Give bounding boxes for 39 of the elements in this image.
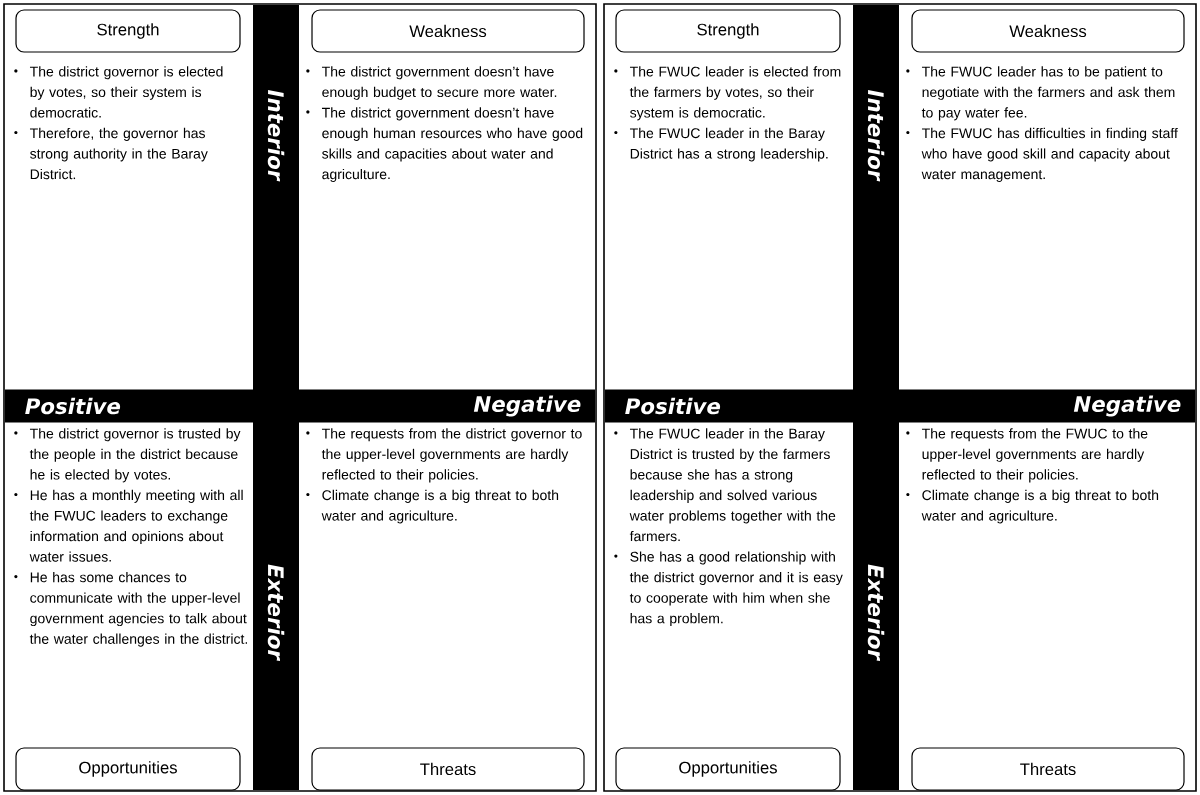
bar-label: Negative bbox=[473, 395, 581, 417]
header-box: Weakness bbox=[911, 9, 1185, 53]
bullet-item: Climate change is a big threat to both water and agriculture. bbox=[306, 489, 559, 524]
header-box: Weakness bbox=[311, 9, 585, 53]
bullet-item: The requests from the FWUC to the upper-level governments are hardly reflected to their policies. bbox=[906, 428, 1148, 483]
bullet-item: The district government doesn’t have enough budget to secure more water. bbox=[306, 66, 557, 100]
bullet-item: The district governor is trusted by the people in the district because he is elected by votes. bbox=[14, 428, 241, 483]
header-box: Threats bbox=[911, 747, 1185, 791]
bullet-item: Climate change is a big threat to both water and agriculture. bbox=[906, 489, 1159, 524]
header-box: Threats bbox=[311, 747, 585, 791]
bullet-item: The district governor is elected by votes, so their system is democratic. bbox=[14, 66, 223, 118]
bar-label: Positive bbox=[625, 397, 721, 415]
bar-label: Interior bbox=[267, 90, 285, 182]
bullet-item: Therefore, the governor has strong authority in the Baray District. bbox=[14, 127, 208, 180]
bullet-item: The FWUC leader is elected from the farmers by votes, so their system is democratic. bbox=[614, 66, 841, 121]
bullet-item: The FWUC leader in the Baray District has a strong leadership. bbox=[614, 127, 828, 162]
bullet-item: The FWUC leader has to be patient to negotiate with the farmers and ask them to pay water fee. bbox=[906, 66, 1175, 121]
bullet-item: She has a good relationship with the district governor and it is easy to cooperate with him when she has a problem. bbox=[614, 551, 843, 627]
header-box: Opportunities bbox=[615, 747, 841, 791]
bullet-item: The FWUC leader in the Baray District is trusted by the farmers because she has a strong leadership and solved various water problems together with the farmers. bbox=[614, 428, 836, 542]
header-box: Strength bbox=[15, 9, 241, 53]
bar-label: Exterior bbox=[867, 564, 885, 662]
bar-label: Interior bbox=[867, 90, 885, 182]
horizontal-bar bbox=[5, 389, 595, 423]
bar-label: Negative bbox=[1073, 395, 1181, 417]
horizontal-bar bbox=[605, 389, 1195, 423]
bullet-item: The requests from the district governor to the upper-level governments are hardly reflected to their policies. bbox=[306, 428, 582, 483]
bullet-item: The FWUC has difficulties in finding staff who have good skill and capacity about water management. bbox=[906, 127, 1178, 182]
bullet-item: The district government doesn’t have enough human resources who have good skills and capacities about water and agriculture. bbox=[306, 107, 583, 182]
panel-frame bbox=[603, 3, 1197, 792]
vertical-bar bbox=[253, 5, 299, 790]
panel-frame bbox=[3, 3, 597, 792]
bar-label: Positive bbox=[25, 397, 121, 415]
bullet-item: He has a monthly meeting with all the FWUC leaders to exchange information and opinions about water issues. bbox=[14, 489, 243, 562]
header-box: Strength bbox=[615, 9, 841, 53]
vertical-bar bbox=[853, 5, 899, 790]
bullet-item: He has some chances to communicate with the upper-level government agencies to talk about the water challenges in the district. bbox=[14, 572, 247, 647]
header-box: Opportunities bbox=[15, 747, 241, 791]
bar-label: Exterior bbox=[267, 564, 285, 662]
